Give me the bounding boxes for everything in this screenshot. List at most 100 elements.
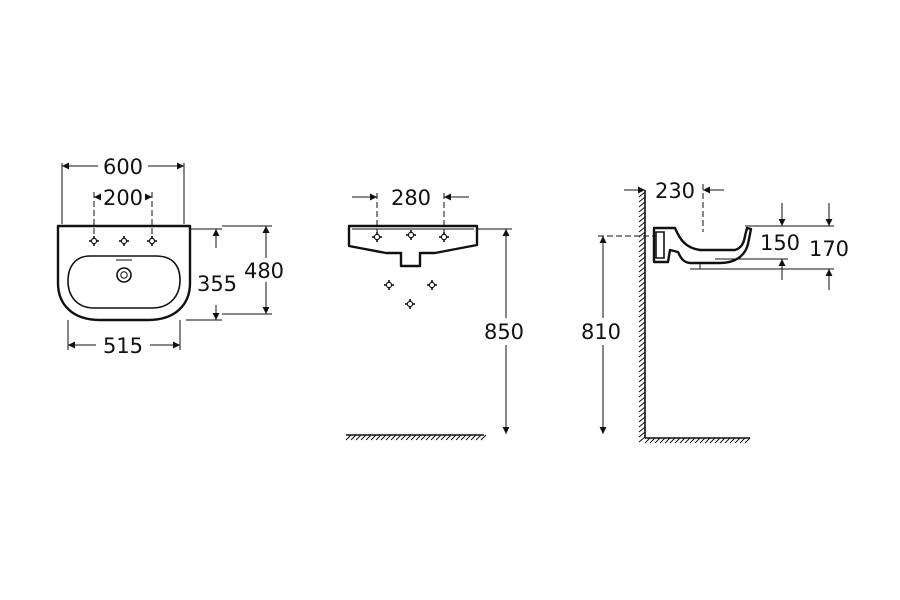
- hatch-line: [638, 361, 646, 368]
- hatch-line: [638, 306, 646, 313]
- dim-230: 230: [655, 179, 695, 203]
- hatch-line: [638, 396, 646, 403]
- hatch-line: [360, 434, 367, 441]
- hatch-line: [638, 351, 646, 358]
- hatch-line: [689, 437, 696, 444]
- floating-tap-left-icon: [383, 279, 395, 291]
- hatch-line: [638, 301, 646, 308]
- hatch-line: [345, 434, 352, 441]
- hatch-line: [638, 226, 646, 233]
- dim-850: 850: [484, 320, 524, 344]
- hatch-line: [684, 437, 691, 444]
- hatch-line: [638, 221, 646, 228]
- hatch-line: [445, 434, 452, 441]
- hatch-line: [729, 437, 736, 444]
- hatch-line: [638, 381, 646, 388]
- hatch-line: [638, 286, 646, 293]
- hatch-line: [638, 326, 646, 333]
- hatch-line: [699, 437, 706, 444]
- hatch-line: [679, 437, 686, 444]
- hatch-line: [638, 271, 646, 278]
- hatch-line: [659, 437, 666, 444]
- hatch-line: [465, 434, 472, 441]
- hatch-line: [420, 434, 427, 441]
- tap-hole-left-icon: [88, 235, 100, 247]
- hatch-line: [638, 211, 646, 218]
- hatch-line: [638, 236, 646, 243]
- hatch-line: [415, 434, 422, 441]
- hatch-line: [714, 437, 721, 444]
- hatch-line: [638, 246, 646, 253]
- hatch-line: [739, 437, 746, 444]
- hatch-line: [669, 437, 676, 444]
- hatch-line: [350, 434, 357, 441]
- dim-515: 515: [103, 334, 143, 358]
- hatch-line: [475, 434, 482, 441]
- hatch-line: [638, 436, 646, 443]
- side-view: 230 810 150 170: [581, 179, 849, 444]
- hatch-line: [744, 437, 751, 444]
- hatch-line: [638, 386, 646, 393]
- wall-hatch: [638, 191, 646, 443]
- hatch-line: [638, 216, 646, 223]
- hatch-line: [638, 331, 646, 338]
- hatch-line: [694, 437, 701, 444]
- hatch-line: [638, 406, 646, 413]
- hatch-line: [704, 437, 711, 444]
- floating-tap-right-icon: [426, 279, 438, 291]
- hatch-line: [450, 434, 457, 441]
- dim-480: 480: [244, 259, 284, 283]
- hatch-line: [638, 391, 646, 398]
- hatch-line: [638, 431, 646, 438]
- dim-810: 810: [581, 320, 621, 344]
- hatch-line: [385, 434, 392, 441]
- hatch-line: [719, 437, 726, 444]
- hatch-line: [370, 434, 377, 441]
- hatch-line: [638, 296, 646, 303]
- hatch-line: [638, 401, 646, 408]
- hatch-line: [638, 411, 646, 418]
- hatch-line: [460, 434, 467, 441]
- tap-hole-center-icon: [118, 235, 130, 247]
- hatch-line: [638, 251, 646, 258]
- dim-280: 280: [391, 186, 431, 210]
- hatch-line: [405, 434, 412, 441]
- hatch-line: [430, 434, 437, 441]
- hatch-line: [638, 201, 646, 208]
- hatch-line: [638, 341, 646, 348]
- hatch-line: [664, 437, 671, 444]
- floor-hatch: [345, 434, 487, 441]
- hatch-line: [709, 437, 716, 444]
- hatch-line: [638, 291, 646, 298]
- hatch-line: [400, 434, 407, 441]
- hatch-line: [638, 416, 646, 423]
- hatch-line: [435, 434, 442, 441]
- hatch-line: [638, 316, 646, 323]
- tap-hole-right-icon: [146, 235, 158, 247]
- side-floor-hatch: [644, 437, 751, 444]
- dim-150: 150: [760, 231, 800, 255]
- basin-elevation-outline: [347, 224, 479, 268]
- hatch-line: [638, 261, 646, 268]
- hatch-line: [654, 437, 661, 444]
- hatch-line: [674, 437, 681, 444]
- hatch-line: [638, 366, 646, 373]
- basin-outline: [56, 224, 192, 322]
- hatch-line: [638, 356, 646, 363]
- hatch-line: [638, 376, 646, 383]
- hatch-line: [455, 434, 462, 441]
- hatch-line: [638, 346, 646, 353]
- hatch-line: [480, 434, 487, 441]
- hatch-line: [380, 434, 387, 441]
- hatch-line: [638, 266, 646, 273]
- basin-bowl: [67, 255, 181, 309]
- dim-170: 170: [809, 237, 849, 261]
- hatch-line: [734, 437, 741, 444]
- hatch-line: [638, 241, 646, 248]
- hatch-line: [724, 437, 731, 444]
- elevation-tap-right-icon: [438, 231, 450, 243]
- hatch-line: [638, 371, 646, 378]
- hatch-line: [638, 281, 646, 288]
- dim-200: 200: [103, 186, 143, 210]
- hatch-line: [375, 434, 382, 441]
